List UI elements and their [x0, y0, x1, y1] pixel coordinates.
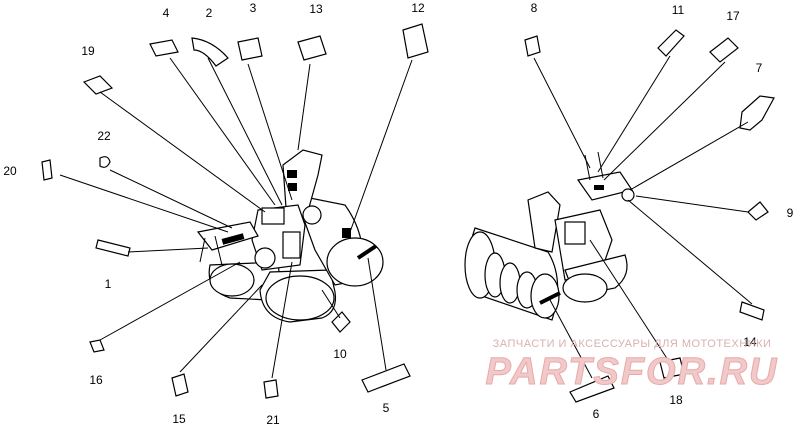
callout-3: 3	[250, 1, 257, 15]
callout-17: 17	[726, 9, 740, 23]
leader-lines	[59, 55, 753, 379]
snowblower-right	[464, 151, 635, 321]
watermark-brand: PARTSFOR.RU	[486, 351, 779, 393]
callout-numbers: 1 2 3 4 5 6 7 8 9 10 11 12 13 14 15 16 1…	[3, 1, 793, 427]
callout-8: 8	[531, 1, 538, 15]
callout-13: 13	[309, 2, 323, 16]
callout-22: 22	[97, 129, 111, 143]
callout-5: 5	[383, 401, 390, 415]
decal-shapes	[41, 23, 775, 403]
callout-12: 12	[411, 1, 425, 15]
callout-10: 10	[333, 347, 347, 361]
callout-14: 14	[743, 335, 757, 349]
snowblower-left	[196, 149, 384, 323]
watermark-caption: ЗАПЧАСТИ И АКСЕССУАРЫ ДЛЯ МОТОТЕХНИКИ	[493, 338, 772, 350]
callout-18: 18	[669, 393, 683, 407]
callout-11: 11	[672, 3, 685, 17]
callout-20: 20	[3, 164, 17, 178]
callout-19: 19	[81, 44, 95, 58]
watermark: ЗАПЧАСТИ И АКСЕССУАРЫ ДЛЯ МОТОТЕХНИКИ PA…	[485, 338, 779, 394]
callout-2: 2	[206, 6, 213, 20]
callout-21: 21	[266, 413, 280, 427]
callout-15: 15	[172, 412, 186, 426]
callout-9: 9	[787, 206, 794, 220]
callout-7: 7	[756, 61, 763, 75]
callout-6: 6	[593, 407, 600, 421]
callout-4: 4	[163, 6, 170, 20]
callout-16: 16	[89, 373, 103, 387]
callout-1: 1	[105, 277, 112, 291]
